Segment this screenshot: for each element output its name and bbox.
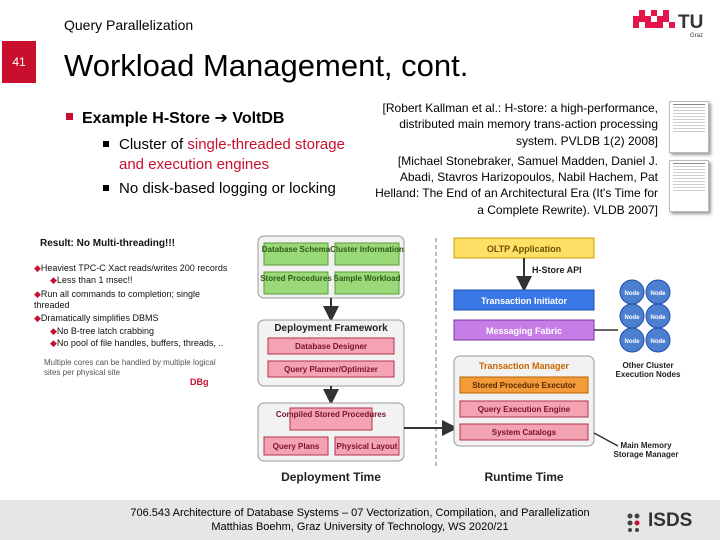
cluster-information-box: [334, 242, 400, 266]
transaction-initiator-box: [453, 289, 595, 311]
isds-logo-icon: [627, 513, 640, 532]
tu-graz-logo: TU Graz: [633, 10, 705, 40]
node-label: Node: [651, 339, 667, 345]
result-item: ◆Less than 1 msec!!: [50, 275, 133, 285]
result-item: ◆Dramatically simplifies DBMS: [34, 313, 159, 323]
references: [Robert Kallman et al.: H-store: a high-…: [372, 100, 658, 222]
bullet-item2: No disk-based logging or locking: [119, 180, 336, 197]
page-number: 41: [2, 41, 36, 83]
bullet-item1-prefix: Cluster of: [119, 136, 188, 153]
compiled-stored-procedures-box: [289, 407, 373, 431]
node-label: Node: [625, 291, 641, 297]
other-cluster-label-2: Execution Nodes: [616, 370, 681, 379]
result-note: sites per physical site: [44, 368, 121, 377]
h-store-api-label: H-Store API: [532, 265, 582, 275]
footer-bar: [0, 500, 720, 540]
query-execution-engine-label: Query Execution Engine: [478, 405, 571, 414]
transaction-manager-label: Transaction Manager: [479, 361, 570, 371]
bullet-level2-item: Cluster of single-threaded storage and e…: [66, 135, 366, 175]
database-designer-label: Database Designer: [295, 342, 367, 351]
bullet-level2-item: No disk-based logging or locking: [66, 179, 366, 199]
deployment-framework-label: Deployment Framework: [274, 323, 388, 334]
tu-logo-text: TU: [678, 12, 704, 33]
graz-logo-text: Graz: [690, 33, 704, 39]
result-item: threaded: [34, 300, 70, 310]
query-planner-box: [267, 360, 395, 378]
reference-2: [Michael Stonebraker, Samuel Madden, Dan…: [375, 153, 658, 217]
stored-procedures-label: Stored Procedures: [260, 274, 332, 283]
database-designer-box: [267, 337, 395, 355]
physical-layout-label: Physical Layout: [337, 442, 398, 451]
paper-thumbnail-2: [669, 160, 709, 212]
node-label: Node: [625, 315, 641, 321]
result-item: ◆No B-tree latch crabbing: [50, 326, 154, 336]
database-schema-label: Database Schema: [262, 245, 331, 254]
hstore-architecture-diagram: Database Schema Cluster Information Stor…: [257, 235, 681, 484]
query-planner-label: Query Planner/Optimizer: [284, 365, 378, 374]
section-title: Query Parallelization: [64, 17, 194, 33]
deployment-time-label: Deployment Time: [281, 470, 381, 484]
result-item: ◆Run all commands to completion; single: [34, 289, 200, 299]
result-note: Multiple cores can be handled by multipl…: [44, 358, 216, 367]
slide-title: Workload Management, cont.: [64, 48, 469, 83]
result-title: Result: No Multi-threading!!!: [40, 238, 175, 249]
result-no-multithreading: Result: No Multi-threading!!! ◆Heaviest …: [30, 232, 250, 402]
stored-procedure-executor-box: [459, 376, 589, 394]
oltp-application-label: OLTP Application: [487, 244, 561, 254]
other-cluster-label-1: Other Cluster: [622, 361, 673, 370]
database-schema-box: [263, 242, 329, 266]
physical-layout-box: [334, 436, 400, 456]
node-label: Node: [625, 339, 641, 345]
isds-logo-text: ISDS: [648, 510, 693, 531]
stored-procedure-executor-label: Stored Procedure Executor: [472, 381, 576, 390]
stored-procedures-box: [263, 271, 329, 295]
bullet-list: Example H-Store ➔ VoltDB Cluster of sing…: [66, 108, 366, 199]
bullet-square-icon: [103, 185, 109, 191]
messaging-fabric-label: Messaging Fabric: [486, 326, 562, 336]
main-memory-label-2: Storage Manager: [614, 450, 679, 459]
bullet-level1-prefix: Example H-Store: [82, 110, 215, 127]
footer-author-line: Matthias Boehm, Graz University of Techn…: [211, 521, 509, 533]
main-memory-label-1: Main Memory: [620, 441, 672, 450]
bullet-square-icon: [103, 141, 109, 147]
footer-course-line: 706.543 Architecture of Database Systems…: [130, 507, 590, 519]
bullet-level1: Example H-Store ➔ VoltDB: [66, 108, 366, 128]
tu-logo-blocks-icon: [633, 10, 675, 28]
node-cluster: Node Node Node Node Node Node: [619, 279, 671, 353]
query-execution-engine-box: [459, 400, 589, 418]
query-plans-box: [263, 436, 329, 456]
dbg-logo: DBg: [190, 377, 209, 387]
node-label: Node: [651, 315, 667, 321]
right-arrow-icon: ➔: [214, 110, 228, 127]
result-item: ◆Heaviest TPC-C Xact reads/writes 200 re…: [34, 263, 228, 273]
system-catalogs-box: [459, 423, 589, 441]
sample-workload-label: Sample Workload: [334, 274, 401, 283]
bullet-level1-suffix: VoltDB: [227, 110, 285, 127]
compiled-stored-procedures-label: Compiled Stored Procedures: [276, 410, 387, 419]
bullet-square-icon: [66, 113, 73, 120]
query-plans-label: Query Plans: [273, 442, 320, 451]
cluster-information-label: Cluster Information: [330, 245, 404, 254]
bullet-item1-highlight: single-threaded storage and execution en…: [119, 136, 345, 173]
result-item: ◆No pool of file handles, buffers, threa…: [50, 338, 224, 348]
sample-workload-box: [334, 271, 400, 295]
transaction-initiator-label: Transaction Initiator: [481, 296, 568, 306]
paper-thumbnail-1: [669, 101, 709, 153]
runtime-time-label: Runtime Time: [484, 470, 563, 484]
node-label: Node: [651, 291, 667, 297]
system-catalogs-label: System Catalogs: [492, 428, 557, 437]
reference-1: [Robert Kallman et al.: H-store: a high-…: [382, 101, 658, 148]
